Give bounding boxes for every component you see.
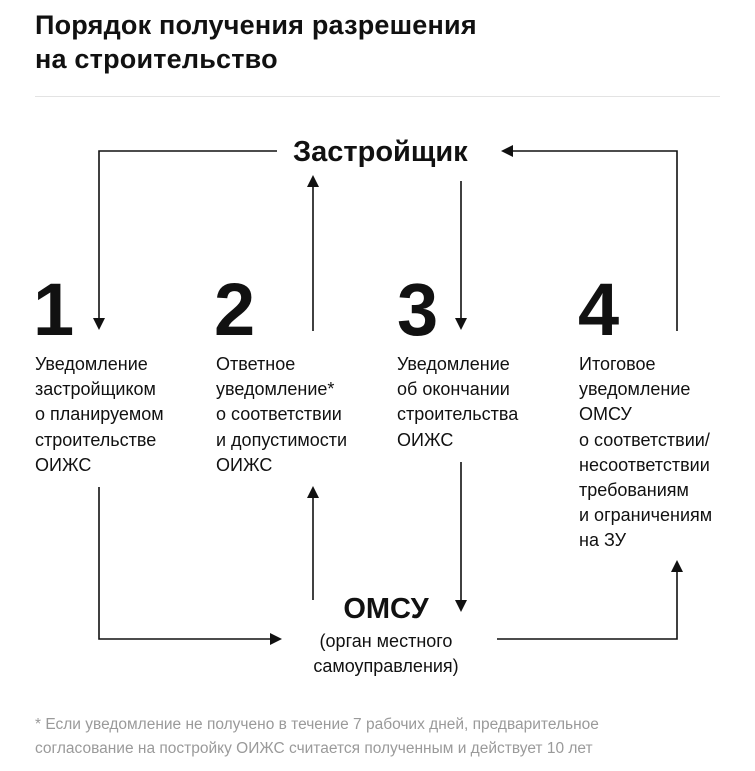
page-title: Порядок получения разрешения на строител… bbox=[35, 8, 675, 76]
arrowhead-step3-top bbox=[455, 318, 467, 330]
step-2-number: 2 bbox=[214, 268, 256, 351]
developer-label: Застройщик bbox=[293, 136, 468, 168]
step-1-description: Уведомление застройщиком о планируемом с… bbox=[35, 354, 164, 475]
step-3-number: 3 bbox=[397, 268, 439, 351]
arrowhead-step2-bottom bbox=[307, 486, 319, 498]
arrow-omsu-to-step4 bbox=[497, 572, 678, 640]
arrowhead-step4-bottom bbox=[671, 560, 683, 572]
step-4-description: Итоговое уведомление ОМСУ о соответствии… bbox=[579, 354, 713, 551]
title-line-1: Порядок получения разрешения bbox=[35, 10, 477, 40]
arrow-step4-to-developer bbox=[513, 150, 678, 331]
step-1-number: 1 bbox=[33, 268, 75, 351]
arrowhead-developer-from-step4 bbox=[501, 145, 513, 157]
arrow-step1-to-omsu bbox=[98, 487, 270, 640]
title-divider bbox=[35, 96, 720, 97]
arrowhead-step1-top bbox=[93, 318, 105, 330]
title-line-2: на строительство bbox=[35, 44, 278, 74]
step-2-description: Ответное уведомление* о соответствии и д… bbox=[216, 354, 348, 475]
step-3-description: Уведомление об окончании строительства О… bbox=[397, 354, 519, 450]
footnote: * Если уведомление не получено в течение… bbox=[35, 716, 599, 757]
omsu-subtitle: (орган местного самоуправления) bbox=[313, 631, 459, 676]
omsu-block: ОМСУ (орган местного самоуправления) bbox=[280, 589, 492, 679]
omsu-label: ОМСУ bbox=[343, 593, 429, 625]
arrow-developer-to-step1 bbox=[98, 150, 277, 318]
step-4-number: 4 bbox=[578, 268, 620, 351]
arrowhead-omsu-from-step1 bbox=[270, 633, 282, 645]
arrowhead-developer-from-step2 bbox=[307, 175, 319, 187]
arrowhead-omsu-from-step3 bbox=[455, 600, 467, 612]
